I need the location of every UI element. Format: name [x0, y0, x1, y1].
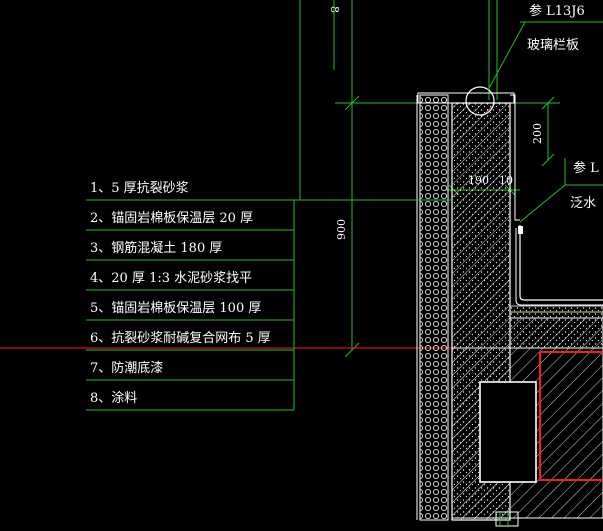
layer-item: 6、抗裂砂浆耐碱复合网布 5 厚: [90, 331, 271, 346]
railing-anchor-circle: [465, 86, 495, 116]
layer-item: 5、锚固岩棉板保温层 100 厚: [90, 301, 261, 316]
dimension-tick: [541, 153, 555, 167]
dimension-200-label: 200: [531, 123, 544, 144]
leader-line: [519, 184, 566, 223]
dimension-tick: [344, 342, 360, 358]
layer-legend: 1、5 厚抗裂砂浆 2、锚固岩棉板保温层 20 厚 3、钢筋混凝土 180 厚 …: [86, 181, 452, 411]
beam-red-outline: [539, 351, 603, 481]
layer-item: 2、锚固岩棉板保温层 20 厚: [90, 211, 253, 226]
note-ref-l13j6: 参 L13J6: [529, 3, 585, 19]
cap-flashing: [510, 94, 520, 221]
insulation-layer: [419, 94, 449, 521]
layer-item: 1、5 厚抗裂砂浆: [90, 181, 189, 196]
waterproof-upturn-inner: [515, 228, 603, 306]
layer-item: 8、涂料: [90, 390, 137, 406]
note-waterproof-partial: 泛水: [570, 196, 596, 211]
roof-slab-dots: [510, 318, 603, 348]
beam-opening: [479, 381, 537, 483]
leader-line: [487, 21, 526, 91]
note-glass-railing: 玻璃栏板: [527, 38, 579, 53]
layer-item: 7、防潮底漆: [90, 360, 163, 376]
dimension-900-label: 900: [335, 219, 348, 240]
layer-item: 4、20 厚 1:3 水泥砂浆找平: [90, 271, 252, 286]
waterproof-upturn: [519, 225, 603, 301]
note-ref-partial: 参 L: [573, 160, 599, 176]
drain-detail: [495, 511, 519, 527]
layer-item: 3、钢筋混凝土 180 厚: [90, 240, 222, 256]
waterproof-end-mark: [518, 226, 523, 234]
